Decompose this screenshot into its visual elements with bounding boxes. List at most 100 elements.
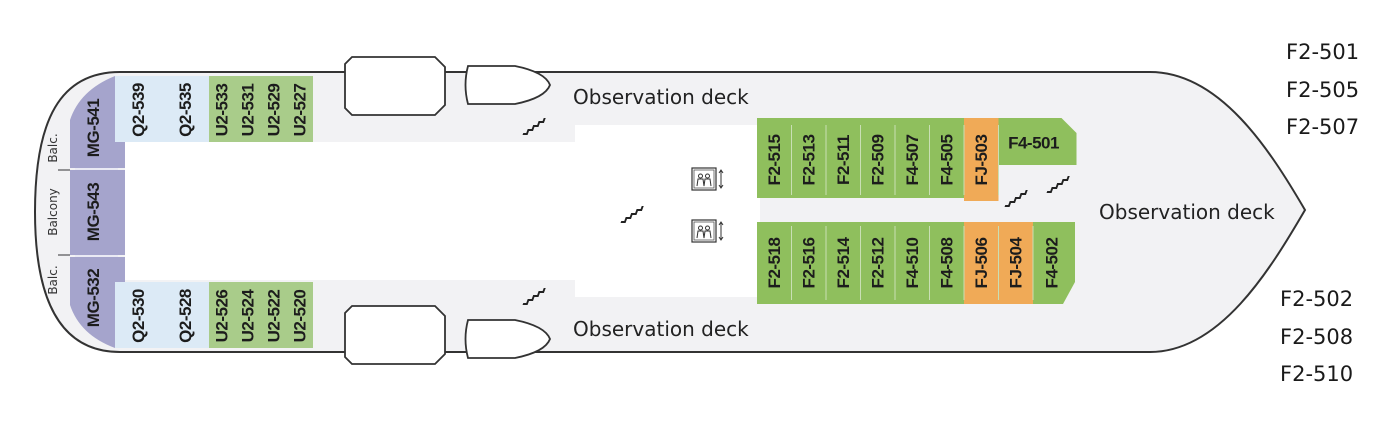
cabin-block [964, 118, 999, 201]
cabin-U2-520[interactable]: U2-520 [287, 282, 313, 348]
cabin-F4-501[interactable]: F4-501 [998, 118, 1077, 165]
cabin-label: F2-511 [834, 135, 853, 185]
cabin-block [162, 76, 209, 142]
cabin-F2-515[interactable]: F2-515 [757, 118, 792, 198]
forward-bottom-cabins: F2-518 F2-516 F2-514 F2-512 F4-510 F4-508 FJ-5… [757, 222, 1075, 304]
cabin-label: F4-502 [1043, 238, 1062, 289]
cabin-block [895, 118, 930, 198]
cabin-block [757, 118, 792, 198]
cabin-block [287, 282, 313, 348]
cabin-Q2-528[interactable]: Q2-528 [162, 282, 209, 348]
cabin-F4-507[interactable]: F4-507 [895, 118, 930, 198]
cabin-label: U2-522 [265, 290, 284, 343]
cabin-block [115, 76, 162, 142]
cabin-block [261, 282, 287, 348]
cabin-F4-508[interactable]: F4-508 [929, 222, 965, 304]
cabin-U2-527[interactable]: U2-527 [287, 76, 313, 142]
cabin-label: F2-514 [834, 237, 853, 289]
cabin-block [929, 118, 964, 198]
cabin-F2-516[interactable]: F2-516 [791, 222, 827, 304]
cabin-label: U2-520 [291, 290, 310, 343]
cabin-U2-522[interactable]: U2-522 [261, 282, 287, 348]
cabin-label: F4-505 [937, 135, 956, 186]
cabin-label: FJ-506 [972, 238, 991, 289]
cabin-label: F2-518 [765, 238, 784, 289]
cabin-F2-513[interactable]: F2-513 [791, 118, 827, 198]
cabin-block [860, 118, 895, 198]
suite-MG-543[interactable] [70, 170, 125, 255]
cabin-label: F2-515 [765, 135, 784, 186]
cabin-label: Q2-539 [129, 83, 148, 137]
cabin-label: U2-524 [239, 289, 258, 343]
cabin-F2-518[interactable]: F2-518 [757, 222, 792, 304]
stairs-icon [620, 206, 644, 223]
cabin-block [261, 76, 287, 142]
cabin-label: F2-513 [799, 135, 818, 186]
elevator-icon [691, 167, 724, 191]
aft-bottom-cabins: Q2-530 Q2-528 U2-526 U2-524 U2-522 U2-520 [115, 282, 313, 348]
cabin-block [1033, 222, 1075, 304]
suite-MG-532[interactable] [70, 257, 125, 348]
cabin-block [791, 222, 826, 304]
cabin-label: F4-507 [903, 135, 922, 186]
cabin-label: U2-527 [291, 84, 310, 137]
cabin-note: F2-501 [1286, 40, 1360, 64]
cabin-label: F4-510 [903, 238, 922, 289]
suite-MG-541[interactable] [70, 76, 125, 168]
cabin-label: Q2-528 [176, 289, 195, 343]
cabin-block [998, 118, 1077, 165]
cabin-block [929, 222, 964, 304]
observation-deck-label-bow: Observation deck [1099, 200, 1275, 224]
cabin-U2-526[interactable]: U2-526 [209, 282, 235, 348]
cabin-FJ-506[interactable]: FJ-506 [964, 222, 999, 304]
cabin-block [757, 222, 792, 304]
observation-deck-label-bottom: Observation deck [573, 317, 749, 341]
cabin-label: MG-541 [84, 99, 103, 157]
cabin-FJ-503[interactable]: FJ-503 [964, 118, 999, 201]
balcony-strip: Balc. Balcony Balc. [46, 133, 70, 295]
cabin-label: Q2-535 [176, 83, 195, 137]
cabin-F2-511[interactable]: F2-511 [826, 118, 861, 198]
cabin-F2-514[interactable]: F2-514 [826, 222, 861, 304]
cabin-F4-505[interactable]: F4-505 [929, 118, 965, 198]
cabin-FJ-504[interactable]: FJ-504 [998, 222, 1034, 304]
cabin-F2-512[interactable]: F2-512 [860, 222, 896, 304]
cabin-note: F2-505 [1286, 78, 1360, 102]
cabin-label: F2-512 [868, 238, 887, 289]
stairs-icon [522, 118, 546, 135]
tender-boat [464, 319, 551, 359]
cabin-label: U2-533 [213, 84, 232, 137]
cabin-F4-502[interactable]: F4-502 [1033, 222, 1075, 304]
stairs-icon [1046, 176, 1070, 193]
cabin-label: U2-529 [265, 84, 284, 137]
cabin-block [826, 118, 861, 198]
forward-top-cabins: F2-515 F2-513 F2-511 F2-509 F4-507 F4-505 FJ-5… [757, 118, 1077, 201]
cabin-block [826, 222, 861, 304]
cabin-label: U2-526 [213, 290, 232, 343]
cabin-U2-531[interactable]: U2-531 [235, 76, 261, 142]
cabin-block [209, 76, 235, 142]
cabin-label: F2-516 [799, 238, 818, 289]
cabin-Q2-539[interactable]: Q2-539 [115, 76, 162, 142]
cabin-note: F2-510 [1280, 362, 1354, 386]
cabin-label: MG-543 [84, 183, 103, 241]
cabin-label: F4-508 [937, 238, 956, 289]
cabin-Q2-530[interactable]: Q2-530 [115, 282, 162, 348]
cabin-label: FJ-504 [1006, 237, 1025, 289]
lifeboat [344, 56, 446, 116]
observation-deck-label-top: Observation deck [573, 85, 749, 109]
cabin-U2-533[interactable]: U2-533 [209, 76, 235, 142]
cabin-F2-509[interactable]: F2-509 [860, 118, 896, 198]
cabin-block [209, 282, 235, 348]
cabin-Q2-535[interactable]: Q2-535 [162, 76, 209, 142]
tender-boat [464, 65, 551, 105]
balcony-label: Balcony [46, 188, 60, 236]
cabin-U2-529[interactable]: U2-529 [261, 76, 287, 142]
stairs-icon [522, 288, 546, 305]
cabin-block [235, 282, 261, 348]
cabin-label: F4-501 [1008, 134, 1059, 153]
cabin-U2-524[interactable]: U2-524 [235, 282, 261, 348]
cabin-block [964, 222, 999, 304]
cabin-F4-510[interactable]: F4-510 [895, 222, 930, 304]
cabin-label: U2-531 [239, 84, 258, 137]
